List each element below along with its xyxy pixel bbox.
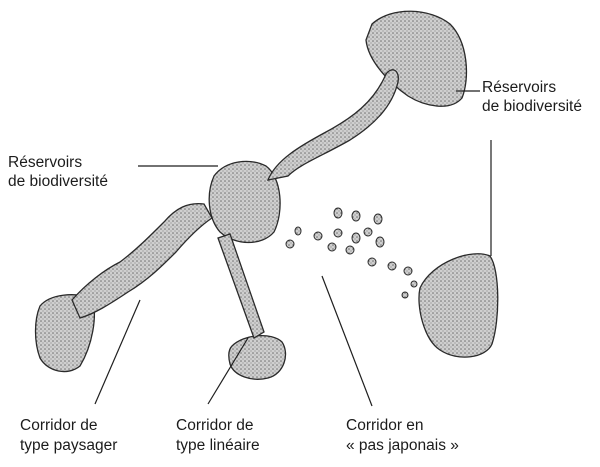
label-reservoirs-left: Réservoirs de biodiversité — [8, 154, 108, 190]
label-corridor-paysager: Corridor de type paysager — [20, 417, 117, 454]
corridor-landscape-band — [72, 204, 212, 318]
corridor-top-band — [268, 70, 398, 180]
reservoir-center — [209, 161, 280, 242]
leader-corridor-pas-japonais — [322, 276, 372, 406]
reservoir-right — [419, 254, 498, 357]
corridor-linear-band — [218, 234, 264, 338]
leader-corridor-paysager — [95, 300, 140, 404]
label-corridor-lineaire: Corridor de type linéaire — [176, 417, 260, 454]
label-reservoirs-right: Réservoirs de biodiversité — [482, 79, 582, 115]
label-corridor-pas-japonais: Corridor en « pas japonais » — [346, 417, 459, 454]
stepping-stones — [286, 208, 417, 298]
reservoir-bottom-small — [229, 336, 286, 380]
